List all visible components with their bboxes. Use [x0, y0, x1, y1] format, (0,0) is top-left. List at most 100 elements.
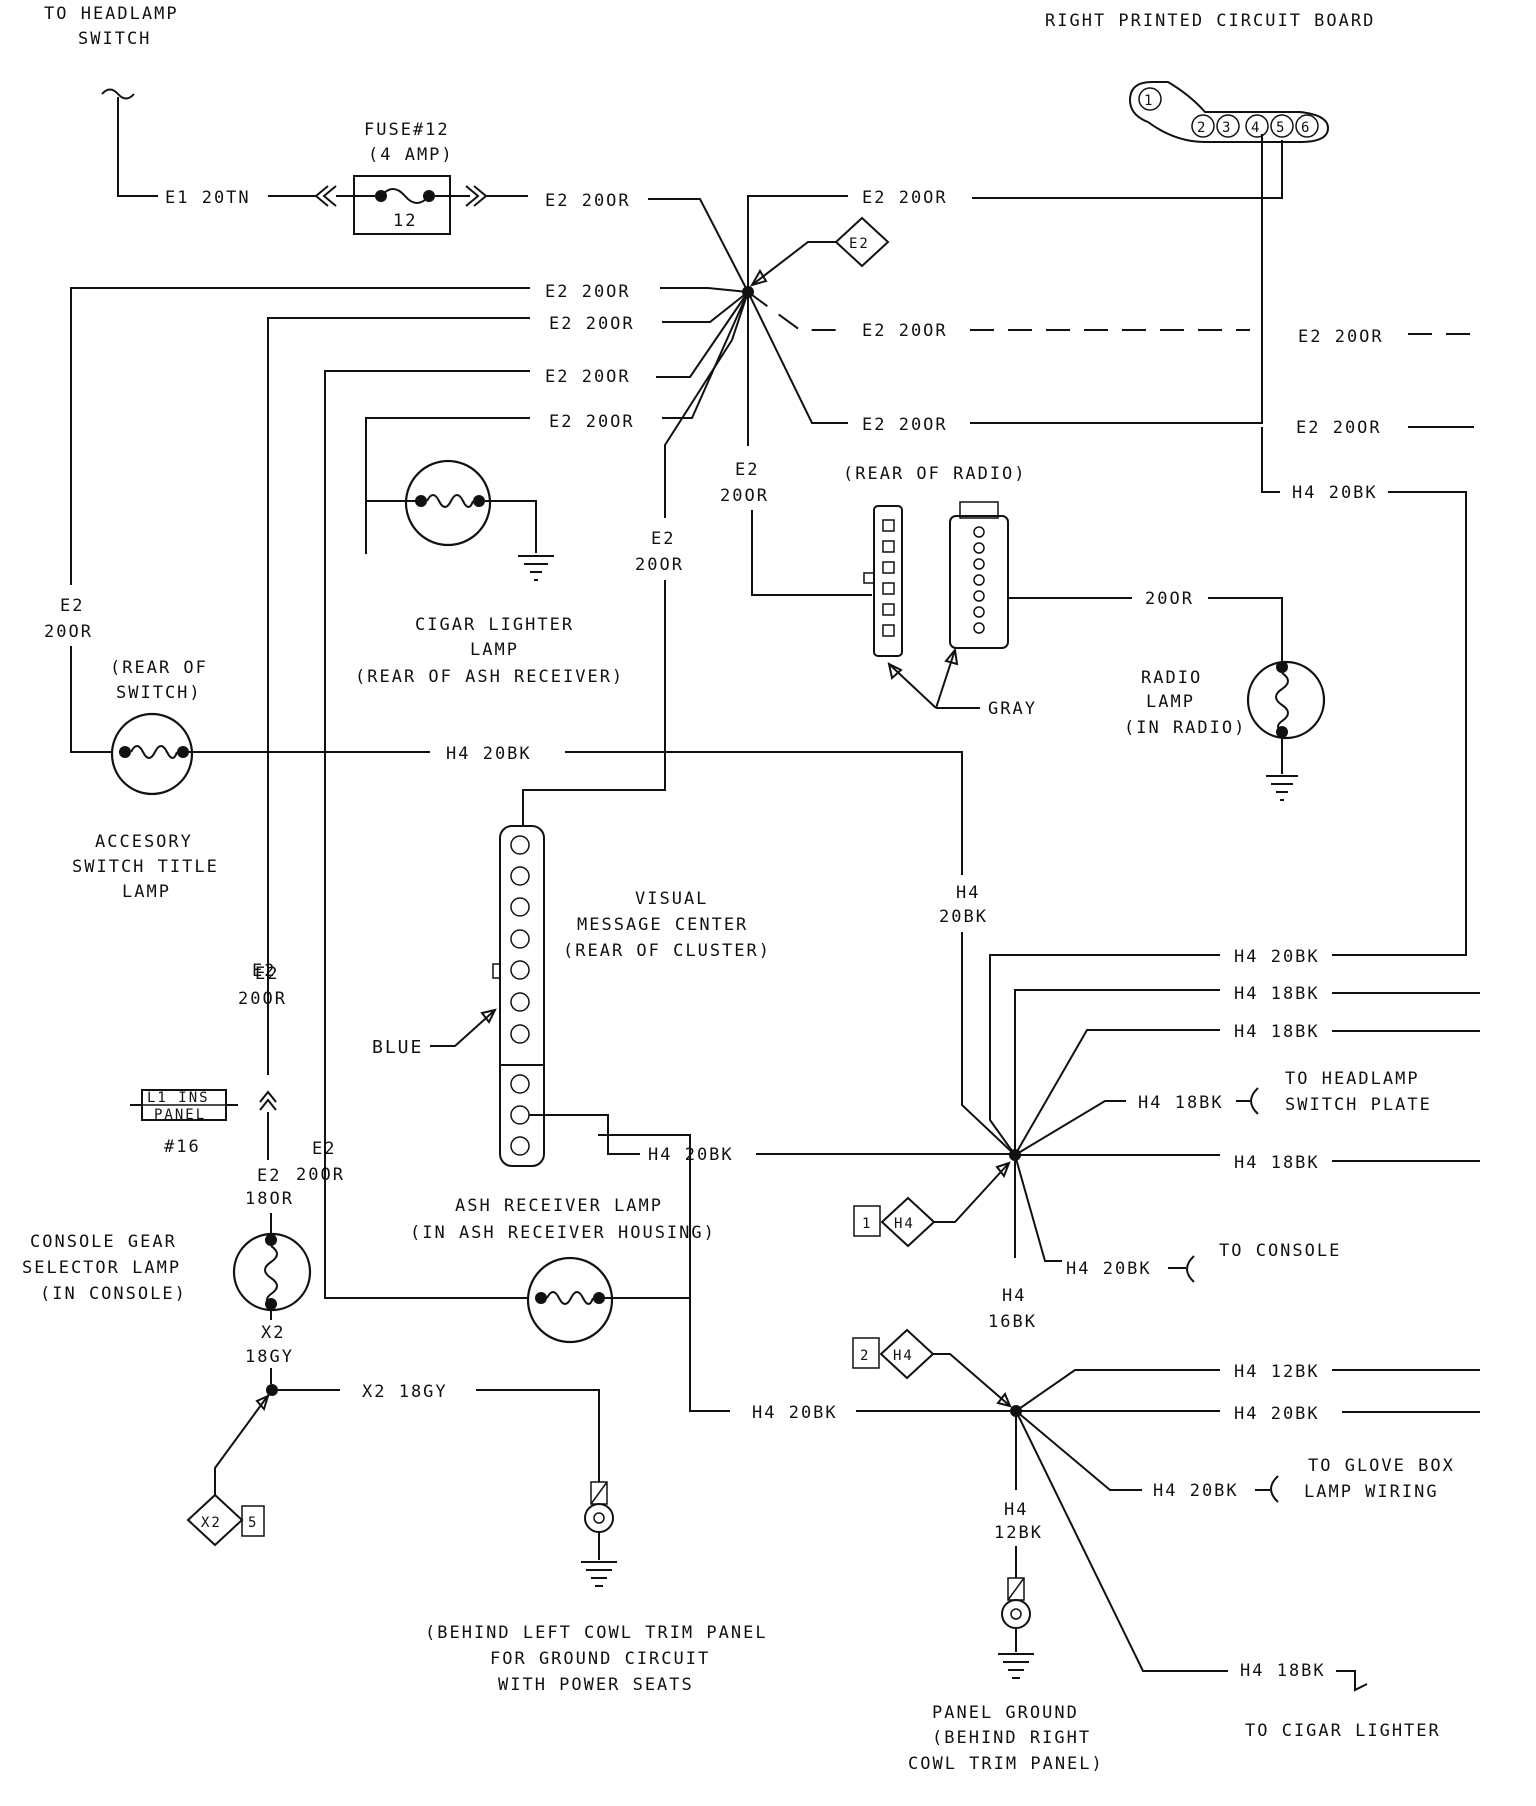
h4-splice-hub-upper: H4 20BK H4 20BK H4 18BK H4 18BK H4 18BK … — [853, 883, 1480, 1332]
e2-acc-label-2: 20OR — [44, 622, 93, 642]
h4-18bk-right-3: H4 18BK — [1234, 1153, 1320, 1173]
e1-20tn-label: E1 20TN — [165, 188, 251, 208]
h4-12bk-drop-1: H4 — [1004, 1500, 1028, 1520]
headlamp-switch-feed: TO HEADLAMP SWITCH E1 20TN — [44, 4, 316, 208]
x2-18gy-label: X2 18GY — [362, 1382, 448, 1402]
to-glove-box-1: TO GLOVE BOX — [1308, 1456, 1455, 1476]
e2-splice-label: E2 — [849, 236, 870, 252]
h4-18bk-right-2: H4 18BK — [1234, 1022, 1320, 1042]
h4-16bk-1: H4 — [1002, 1286, 1026, 1306]
accessory-switch-lamp: E2 20OR (REAR OF SWITCH) H4 20BK ACCESOR… — [44, 596, 963, 902]
ash-lamp-label-2: (IN ASH RECEIVER HOUSING) — [410, 1223, 716, 1243]
radio-lamp-label-1: RADIO — [1141, 668, 1202, 688]
h4-vmc-drop-1: H4 — [956, 883, 980, 903]
e2-acc-label-1: E2 — [60, 596, 84, 616]
to-headlamp-switch-label-1: TO HEADLAMP — [44, 4, 179, 24]
splice-2-num: 2 — [860, 1348, 870, 1364]
h4-18bk-cigar: H4 18BK — [1240, 1661, 1326, 1681]
h4-vmc-drop-2: 20BK — [939, 907, 988, 927]
x2-18gy-2: 18GY — [245, 1347, 294, 1367]
to-headlamp-plate-2: SWITCH PLATE — [1285, 1095, 1432, 1115]
radio-lamp-label-2: LAMP — [1146, 692, 1195, 712]
h4-12bk-right: H4 12BK — [1234, 1362, 1320, 1382]
e2-label-left-2: E2 20OR — [549, 314, 635, 334]
rear-of-switch-1: (REAR OF — [110, 658, 208, 678]
to-cigar-lighter-label: TO CIGAR LIGHTER — [1245, 1721, 1441, 1741]
radio-connector: (REAR OF RADIO) 20OR GRAY — [843, 464, 1283, 719]
h4-16bk-2: 16BK — [988, 1312, 1037, 1332]
panel-ground: PANEL GROUND (BEHIND RIGHT COWL TRIM PAN… — [908, 1577, 1104, 1774]
e2-18or-2: 18OR — [245, 1189, 294, 1209]
x2-splice-left-ground: X2 5 X2 18GY (BEHIND LEFT COWL TRIM PANE… — [186, 1382, 768, 1695]
e2-label-right-lower: E2 20OR — [862, 415, 948, 435]
blue-label: BLUE — [372, 1037, 423, 1058]
accessory-lamp-label-3: LAMP — [122, 882, 171, 902]
splice-2-label: H4 — [893, 1348, 914, 1364]
left-ground-label-1: (BEHIND LEFT COWL TRIM PANEL — [425, 1623, 768, 1643]
pcb-pin-1: 1 — [1144, 93, 1154, 109]
e2-ash-label-2: 20OR — [296, 1165, 345, 1185]
fuse-title-1: FUSE#12 — [364, 120, 450, 140]
h4-18bk-right-1: H4 18BK — [1234, 984, 1320, 1004]
console-lamp-label-1: CONSOLE GEAR — [30, 1232, 177, 1252]
x2-splice-num: 5 — [248, 1515, 258, 1531]
pcb-pin-6: 6 — [1301, 120, 1311, 136]
h4-splice-1 — [880, 1196, 936, 1248]
panel-ground-label-3: COWL TRIM PANEL) — [908, 1754, 1104, 1774]
e2-left-trunk-1: E2 — [252, 961, 276, 981]
h4-20bk-to-console: H4 20BK — [1066, 1259, 1152, 1279]
h4-20bk-right: H4 20BK — [1234, 947, 1320, 967]
e2-console-up-1: E2 — [255, 964, 279, 984]
cigar-lamp-label-1: CIGAR LIGHTER — [415, 615, 574, 635]
console-lamp-label-3: (IN CONSOLE) — [40, 1284, 187, 1304]
e2-radio-label-2: 20OR — [720, 486, 769, 506]
e2-label-dashed: E2 20OR — [862, 321, 948, 341]
rear-of-switch-2: SWITCH) — [116, 683, 202, 703]
panel-ground-label-2: (BEHIND RIGHT — [932, 1728, 1091, 1748]
e2-splice-hub: E2 20OR E2 20OR E2 E2 20OR E2 20OR E2 20… — [70, 134, 1474, 1155]
e2-vmc-label-2: 20OR — [635, 555, 684, 575]
e2-left-trunk-labels: E2 — [252, 961, 276, 981]
left-ground-label-2: FOR GROUND CIRCUIT — [490, 1649, 710, 1669]
e2-label-left-1: E2 20OR — [545, 282, 631, 302]
e2-radio-label-1: E2 — [735, 460, 759, 480]
splice-1-label: H4 — [894, 1216, 915, 1232]
pcb-pin-5: 5 — [1276, 120, 1286, 136]
h4-ash-label: H4 20BK — [752, 1403, 838, 1423]
h4-20bk-right-lower: H4 20BK — [1234, 1404, 1320, 1424]
e2-label-left-3: E2 20OR — [545, 367, 631, 387]
to-headlamp-switch-label-2: SWITCH — [78, 29, 151, 49]
right-printed-circuit-board: RIGHT PRINTED CIRCUIT BOARD 1 2 3 4 5 6 — [1045, 11, 1375, 143]
to-console-label: TO CONSOLE — [1219, 1241, 1341, 1261]
radio-wire-label: 20OR — [1145, 589, 1194, 609]
e2-label-to-pcb: E2 20OR — [862, 188, 948, 208]
h4-splice-2 — [879, 1328, 935, 1380]
accessory-lamp-label-2: SWITCH TITLE — [72, 857, 219, 877]
l1-ins-panel-flag: L1 INS PANEL #16 — [130, 1089, 238, 1157]
e2-label-fuse-out: E2 20OR — [545, 191, 631, 211]
e2-splice-marker — [834, 216, 890, 268]
h4-18bk-headlamp-plate: H4 18BK — [1138, 1093, 1224, 1113]
to-headlamp-plate-1: TO HEADLAMP — [1285, 1069, 1420, 1089]
e2-label-left-4: E2 20OR — [549, 412, 635, 432]
pcb-h4-run: H4 20BK — [1261, 427, 1467, 956]
splice-1-num: 1 — [862, 1216, 872, 1232]
l1-ins-label-2: PANEL — [154, 1107, 206, 1123]
ash-receiver-lamp: ASH RECEIVER LAMP (IN ASH RECEIVER HOUSI… — [296, 1139, 716, 1344]
e2-ash-label-1: E2 — [312, 1139, 336, 1159]
pcb-pin-2: 2 — [1197, 120, 1207, 136]
pcb-pin-4: 4 — [1251, 120, 1261, 136]
fuse16-label: #16 — [164, 1137, 201, 1157]
to-glove-box-2: LAMP WIRING — [1304, 1482, 1439, 1502]
l1-ins-label-1: L1 INS — [147, 1090, 210, 1106]
visual-message-center-connector: VISUAL MESSAGE CENTER (REAR OF CLUSTER) … — [372, 825, 1015, 1167]
pcb-title: RIGHT PRINTED CIRCUIT BOARD — [1045, 11, 1375, 31]
e2-label-right-far: E2 20OR — [1296, 418, 1382, 438]
cigar-lamp-label-3: (REAR OF ASH RECEIVER) — [355, 667, 624, 687]
x2-18gy-1: X2 — [261, 1323, 285, 1343]
h4-splice-hub-lower: 2 H4 H4 12BK H4 20BK H4 20BK TO GLOVE BO… — [598, 1134, 1480, 1741]
accessory-lamp-label-1: ACCESORY — [95, 832, 193, 852]
rear-of-radio-label: (REAR OF RADIO) — [843, 464, 1027, 484]
x2-splice-marker — [186, 1493, 244, 1547]
